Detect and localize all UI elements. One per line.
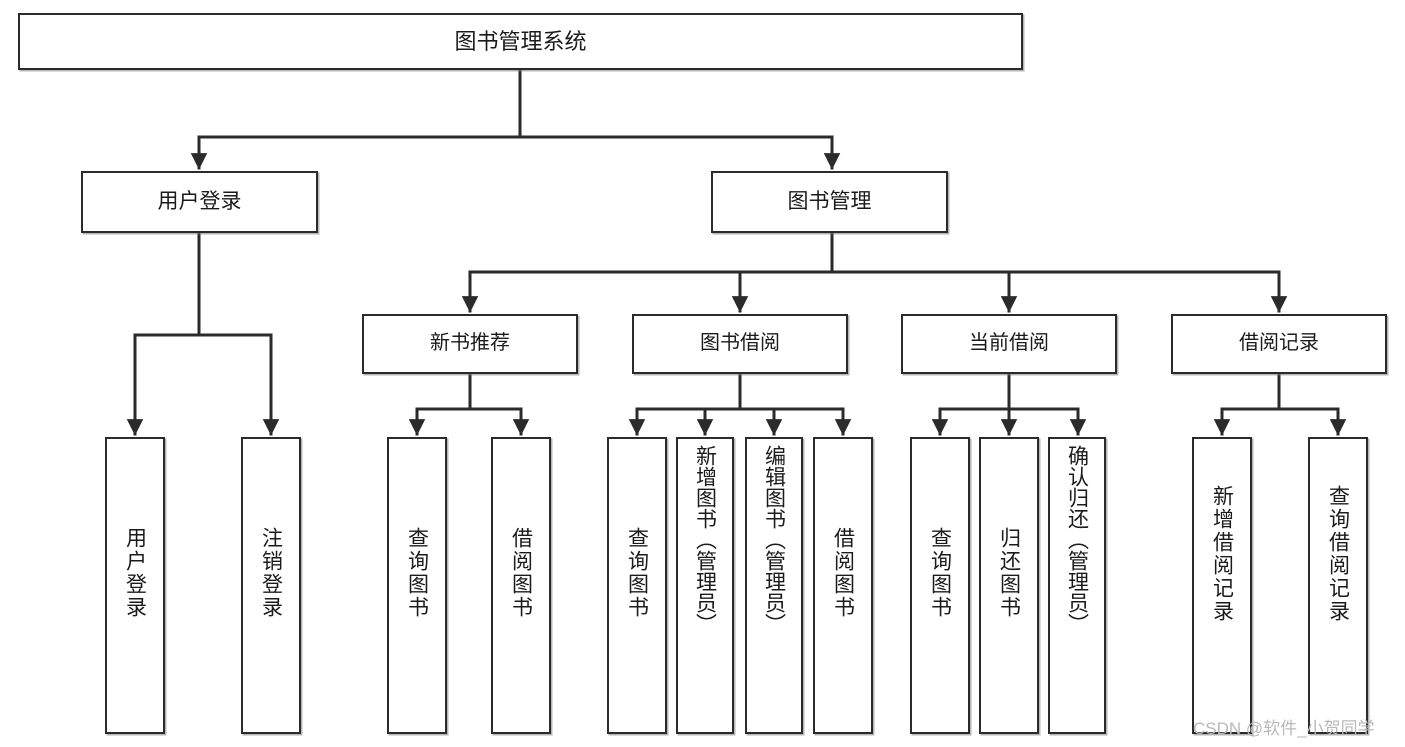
- node-leaf-return-book[interactable]: 归还图书: [979, 437, 1039, 734]
- node-leaf-query-book-3-label: 查询图书: [928, 527, 952, 619]
- node-leaf-confirm-return[interactable]: 确认归还（管理员）: [1048, 437, 1106, 734]
- node-leaf-logout-label: 注销登录: [259, 527, 283, 619]
- node-current-borrow-label: 当前借阅: [969, 332, 1049, 355]
- node-leaf-query-book-3[interactable]: 查询图书: [910, 437, 970, 734]
- node-leaf-add-record[interactable]: 新增借阅记录: [1192, 437, 1252, 734]
- node-leaf-borrow-book-1-label: 借阅图书: [509, 527, 533, 619]
- node-borrow-record-label: 借阅记录: [1239, 332, 1319, 355]
- node-leaf-query-book-1[interactable]: 查询图书: [387, 437, 447, 734]
- node-leaf-edit-book[interactable]: 编辑图书（管理员）: [745, 437, 803, 734]
- node-root-label: 图书管理系统: [454, 28, 587, 54]
- node-new-book-recommend-label: 新书推荐: [430, 332, 510, 355]
- node-leaf-query-record[interactable]: 查询借阅记录: [1308, 437, 1368, 734]
- node-leaf-query-book-2[interactable]: 查询图书: [607, 437, 667, 734]
- node-leaf-add-book-label: 新增图书（管理员）: [693, 445, 717, 634]
- node-leaf-borrow-book-2[interactable]: 借阅图书: [813, 437, 873, 734]
- node-book-management[interactable]: 图书管理: [711, 171, 948, 233]
- node-book-borrow-label: 图书借阅: [700, 332, 780, 355]
- node-new-book-recommend[interactable]: 新书推荐: [362, 314, 578, 374]
- node-leaf-query-book-1-label: 查询图书: [405, 527, 429, 619]
- node-leaf-edit-book-label: 编辑图书（管理员）: [762, 445, 786, 634]
- node-leaf-query-record-label: 查询借阅记录: [1326, 485, 1350, 623]
- node-leaf-user-login-label: 用户登录: [123, 527, 147, 619]
- node-leaf-logout[interactable]: 注销登录: [241, 437, 301, 734]
- node-leaf-confirm-return-label: 确认归还（管理员）: [1065, 445, 1089, 634]
- node-leaf-return-book-label: 归还图书: [997, 527, 1021, 619]
- node-borrow-record[interactable]: 借阅记录: [1171, 314, 1387, 374]
- node-leaf-user-login[interactable]: 用户登录: [105, 437, 165, 734]
- node-current-borrow[interactable]: 当前借阅: [901, 314, 1117, 374]
- node-leaf-borrow-book-2-label: 借阅图书: [831, 527, 855, 619]
- node-root[interactable]: 图书管理系统: [18, 13, 1023, 70]
- node-user-login-label: 用户登录: [157, 189, 242, 213]
- node-leaf-add-book[interactable]: 新增图书（管理员）: [676, 437, 734, 734]
- csdn-watermark: CSDN @软件_小贺同学: [1193, 719, 1375, 738]
- node-leaf-query-book-2-label: 查询图书: [625, 527, 649, 619]
- node-leaf-add-record-label: 新增借阅记录: [1210, 485, 1234, 623]
- node-book-borrow[interactable]: 图书借阅: [632, 314, 848, 374]
- node-user-login[interactable]: 用户登录: [81, 171, 318, 233]
- node-leaf-borrow-book-1[interactable]: 借阅图书: [491, 437, 551, 734]
- node-book-management-label: 图书管理: [787, 189, 872, 213]
